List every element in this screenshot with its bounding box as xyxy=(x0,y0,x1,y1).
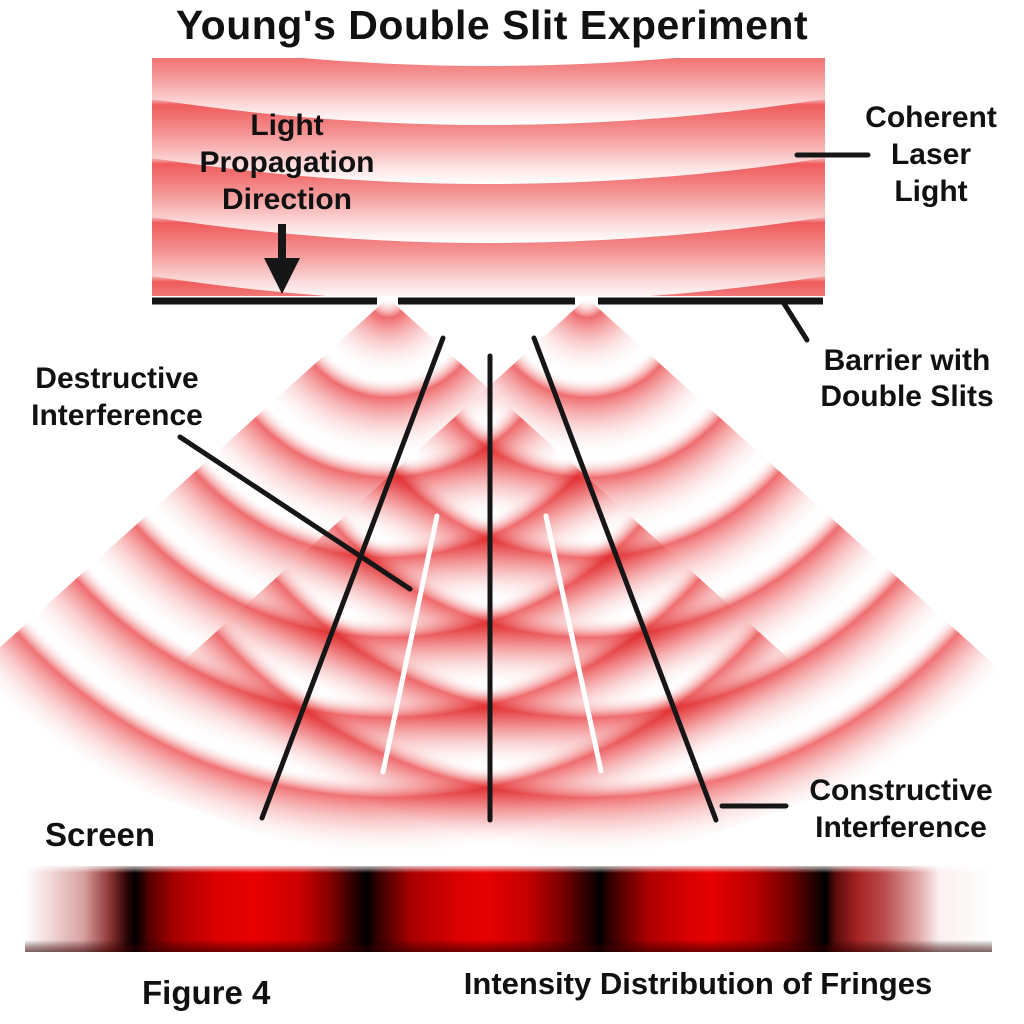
destructive-label-line2: Interference xyxy=(31,399,203,432)
screen-label: Screen xyxy=(45,816,156,853)
constructive-line-right xyxy=(531,335,719,823)
pointer-lines xyxy=(177,152,871,809)
destructive-nodal-lines xyxy=(380,513,604,775)
light-propagation-line1: Light xyxy=(250,109,324,142)
coherent-laser-line3: Light xyxy=(894,175,968,208)
constructive-interference-label: Constructive Interference xyxy=(778,772,1024,846)
down-arrow-icon xyxy=(264,224,300,294)
constructive-line-left xyxy=(259,335,446,821)
constructive-label-line2: Interference xyxy=(815,811,987,844)
barrier-label-line2: Double Slits xyxy=(820,380,994,413)
barrier-label-line1: Barrier with xyxy=(823,344,991,377)
light-propagation-line3: Direction xyxy=(221,183,353,216)
plane-wave-region xyxy=(152,58,825,296)
barrier-label: Barrier with Double Slits xyxy=(790,343,1024,415)
constructive-lines xyxy=(259,335,719,823)
destructive-line-right xyxy=(543,513,604,774)
destructive-interference-label: Destructive Interference xyxy=(0,360,234,434)
barrier-pointer-line xyxy=(780,299,810,343)
light-propagation-line2: Propagation xyxy=(199,146,375,179)
destructive-label-line1: Destructive xyxy=(35,362,199,395)
diagram-title: Young's Double Slit Experiment xyxy=(175,2,809,48)
intensity-bar xyxy=(25,866,992,952)
light-propagation-label: Light Propagation Direction xyxy=(148,107,426,218)
figure-number-label: Figure 4 xyxy=(142,974,271,1011)
coherent-laser-line1: Coherent xyxy=(865,101,997,134)
coherent-laser-line2: Laser xyxy=(890,138,972,171)
coherent-laser-label: Coherent Laser Light xyxy=(838,99,1024,210)
intensity-distribution-caption: Intensity Distribution of Fringes xyxy=(463,966,933,1001)
constructive-label-line1: Constructive xyxy=(809,774,993,807)
destructive-pointer-line xyxy=(177,434,413,592)
destructive-line-left xyxy=(380,513,440,775)
wavefront-fan-right xyxy=(126,298,1024,858)
